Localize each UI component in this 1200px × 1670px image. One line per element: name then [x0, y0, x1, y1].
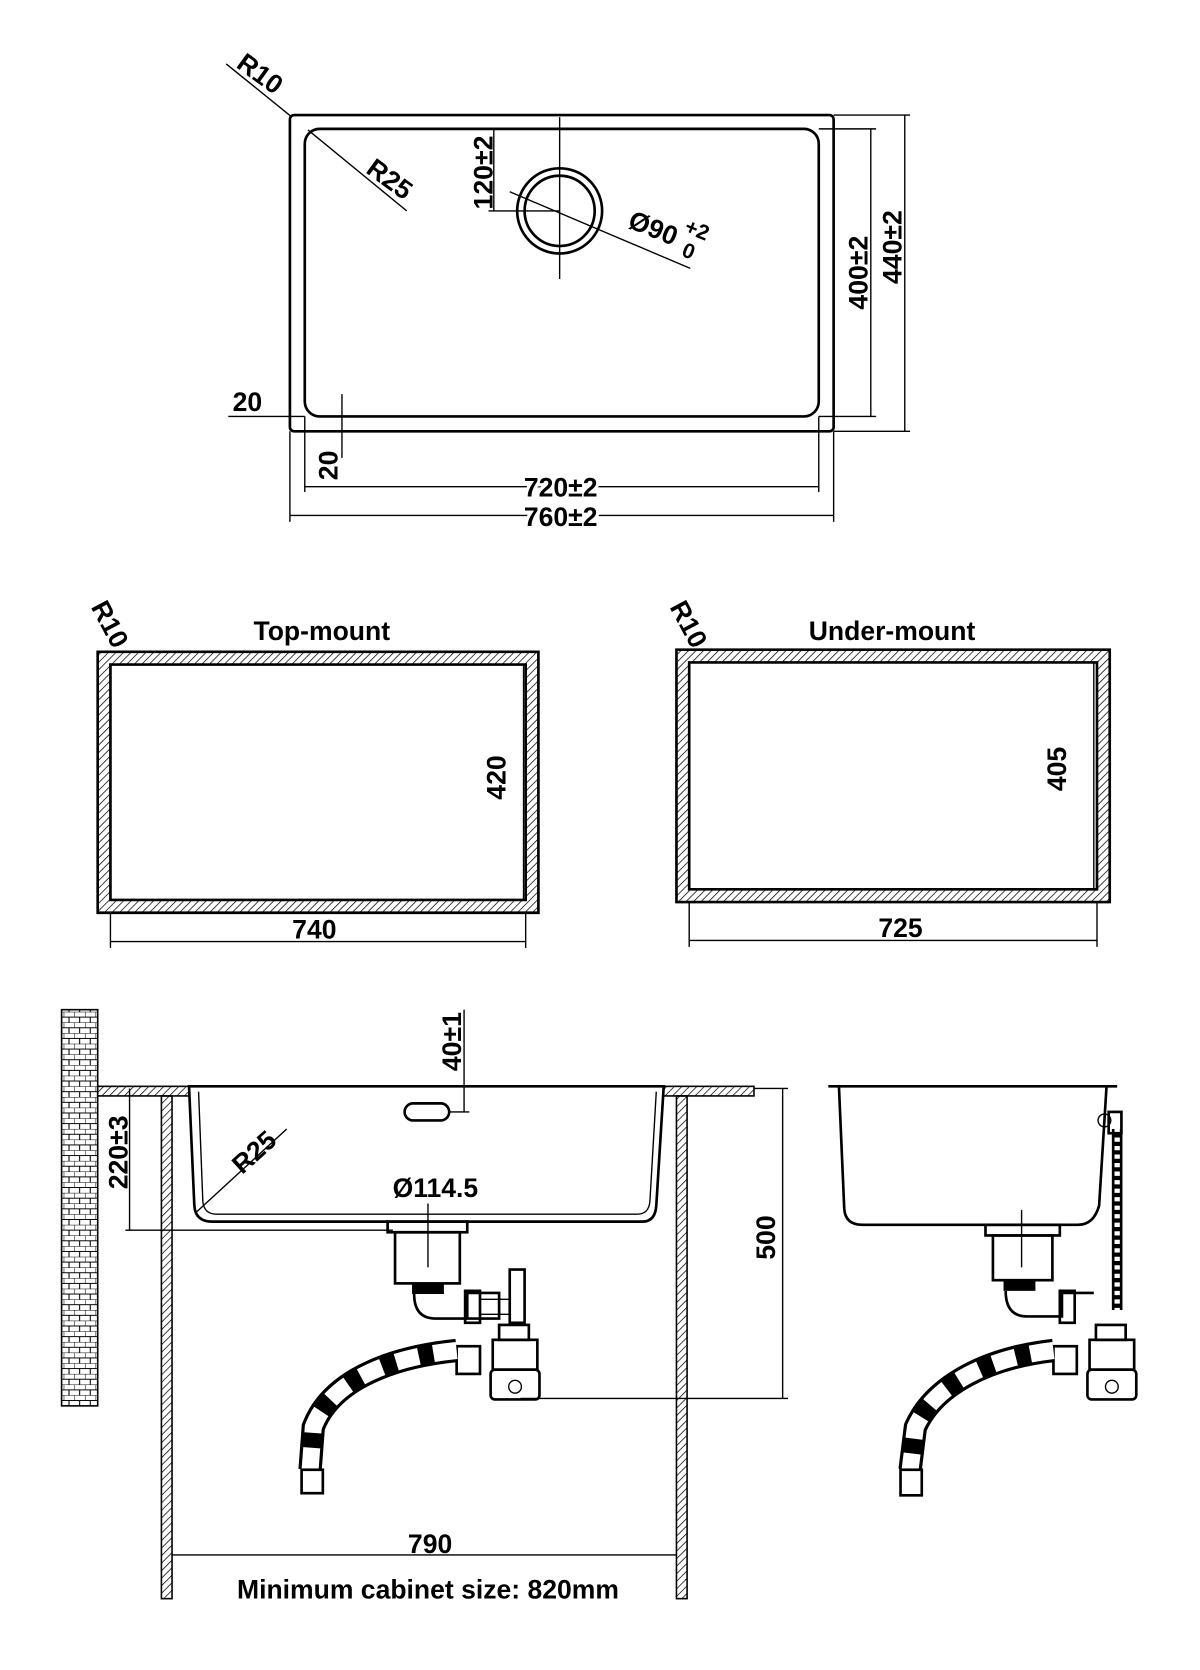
inner-width-label: 720±2 — [524, 472, 598, 502]
top-view: 120±2 Ø90 +2 0 R25 R10 400±2 440±2 20 20… — [225, 47, 911, 535]
top-mount-title: Top-mount — [253, 616, 390, 646]
waste-diameter-label: Ø114.5 — [393, 1173, 479, 1203]
rim-front-label: 20 — [314, 451, 344, 481]
outer-width-label: 760±2 — [524, 502, 598, 532]
outer-depth-label: 440±2 — [878, 210, 908, 284]
top-mount-radius-label: R10 — [85, 596, 134, 653]
cabinet-inner-width-label: 790 — [408, 1529, 452, 1559]
cabinet-side-left — [160, 1095, 173, 1600]
section-view: 40±1 220±3 R25 Ø114.5 — [60, 1008, 788, 1605]
section-radius-label: R25 — [226, 1124, 282, 1179]
outer-radius-label: R10 — [232, 47, 289, 100]
top-mount-cutout: Top-mount R10 420 740 — [85, 596, 540, 948]
inner-depth-label: 400±2 — [844, 236, 874, 310]
countertop-right — [662, 1085, 755, 1097]
under-mount-cutout: Under-mount R10 405 725 — [664, 596, 1112, 947]
waste-trap-assembly — [298, 1203, 541, 1495]
overflow-height-label: 40±1 — [437, 1012, 467, 1071]
sink-bowl-section — [187, 1085, 666, 1223]
top-mount-width-label: 740 — [292, 914, 336, 944]
side-view — [828, 1085, 1138, 1497]
countertop-left — [96, 1085, 190, 1097]
wall — [60, 1008, 99, 1407]
under-mount-radius-label: R10 — [664, 596, 713, 653]
cabinet-side-right — [675, 1095, 688, 1600]
under-mount-height-label: 405 — [1042, 747, 1072, 792]
rim-left-label: 20 — [233, 387, 263, 417]
top-mount-height-label: 420 — [482, 755, 512, 799]
install-depth-label: 500 — [751, 1215, 781, 1259]
under-mount-title: Under-mount — [809, 616, 976, 646]
sink-bowl — [303, 127, 821, 418]
overflow-slot — [403, 1102, 451, 1122]
min-cabinet-caption: Minimum cabinet size: 820mm — [237, 1575, 619, 1605]
under-mount-width-label: 725 — [878, 913, 922, 943]
drain-tol-minus: 0 — [679, 238, 699, 265]
drain-offset-label: 120±2 — [469, 136, 499, 210]
sink-outer-rim — [288, 113, 835, 433]
bowl-depth-label: 220±3 — [103, 1115, 133, 1189]
